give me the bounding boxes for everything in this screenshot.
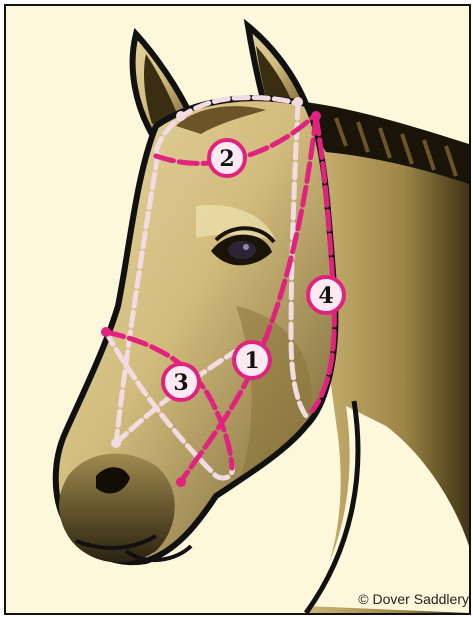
callout-1-label: 1 [244,348,259,374]
callout-3: 3 [163,364,199,400]
callout-4-label: 4 [318,283,333,309]
diagram-frame: 1 2 3 4 © Dover Saddlery [4,4,471,615]
magenta-ring-poll [311,111,321,121]
callout-1: 1 [234,342,270,378]
callout-4: 4 [308,277,344,313]
eye [228,241,256,259]
magenta-ring-bit [176,477,186,487]
callout-2-label: 2 [219,146,234,172]
magenta-ring-nose [101,327,111,337]
copyright-notice: © Dover Saddlery [358,591,469,607]
white-ring-left [111,438,121,448]
callout-3-label: 3 [173,370,188,396]
callout-2: 2 [209,140,245,176]
horse-head-diagram: 1 2 3 4 [6,6,469,613]
white-ring-top [176,111,186,121]
white-ring-right [293,97,303,107]
eye-shine [243,244,249,250]
